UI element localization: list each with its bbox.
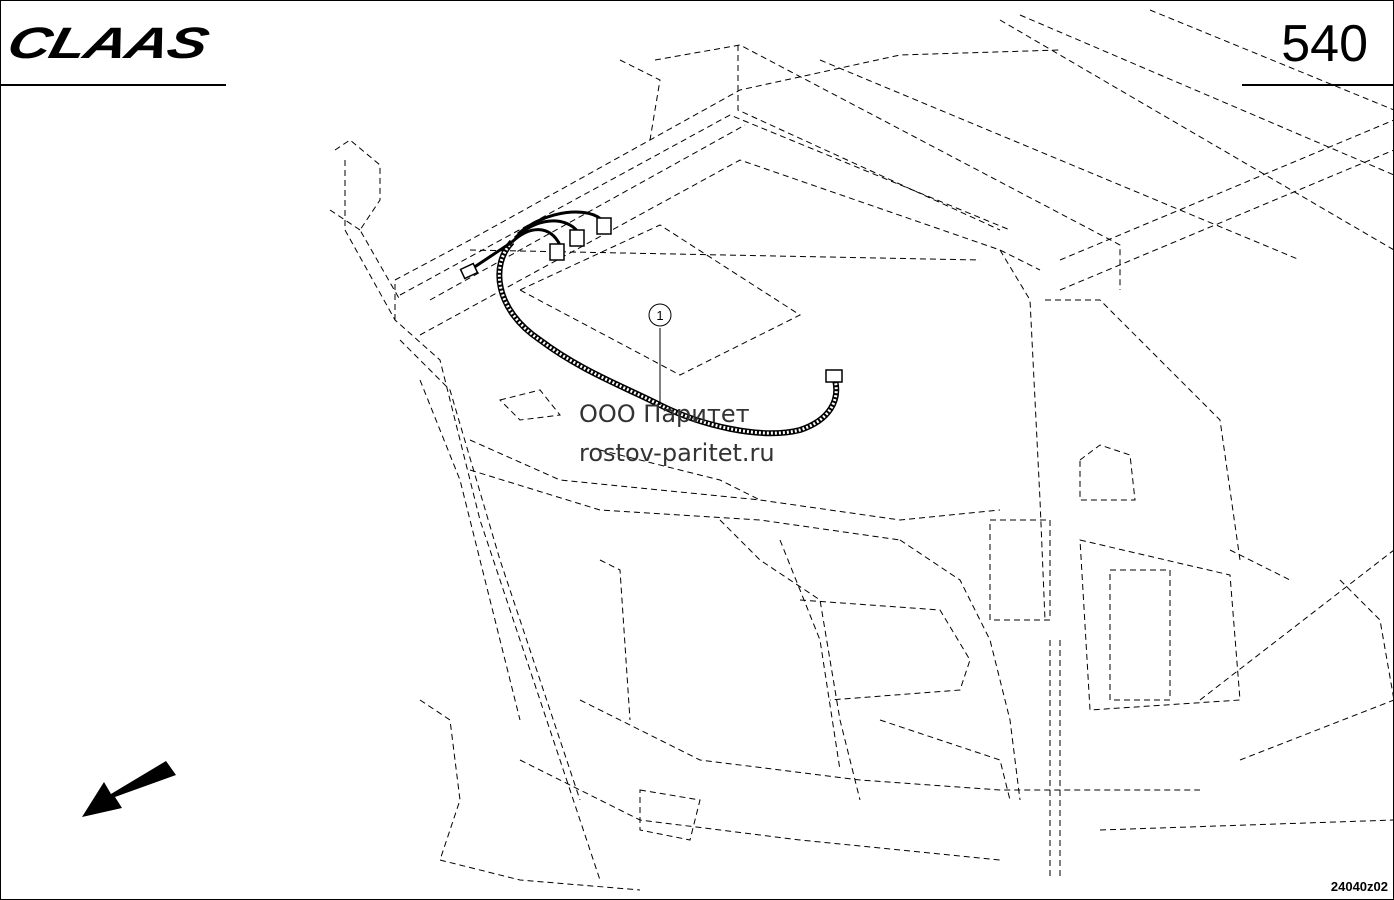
page-number: 540	[1281, 15, 1368, 73]
watermark-company: ООО Паритет	[579, 400, 750, 428]
cab-dashed-outline	[329, 9, 1394, 891]
page-number-underline	[1242, 84, 1394, 86]
watermark-url: rostov-paritet.ru	[579, 439, 775, 467]
harness-connectors	[459, 217, 843, 383]
callout-label: 1	[656, 308, 663, 323]
callout-1: 1	[648, 303, 672, 405]
direction-arrow-icon	[82, 761, 176, 817]
drawing-number: 24040z02	[1330, 879, 1388, 894]
logo-underline	[0, 84, 226, 86]
